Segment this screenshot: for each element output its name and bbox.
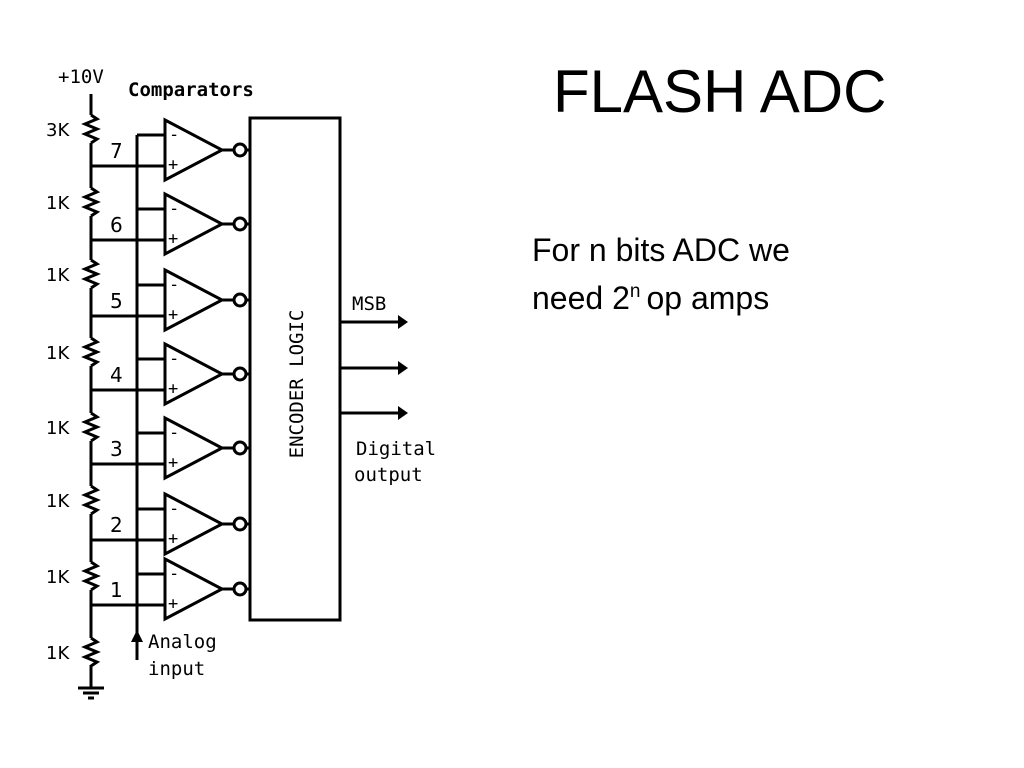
comparator-number: 3 (110, 437, 123, 461)
comparator: - +7 (91, 117, 250, 183)
resistor-value-label: 1K (46, 193, 70, 214)
resistor-value-label: 1K (46, 343, 70, 364)
comparator-bank: - +7 - +6 - +5 - +4 - +3 - +2 - +1 (91, 117, 250, 622)
plus-input-sign: + (168, 379, 178, 399)
analog-input-label-line2: input (148, 658, 205, 680)
analog-input-label-line1: Analog (148, 631, 217, 653)
body-superscript: n (629, 281, 641, 302)
analog-input-arrow (131, 168, 143, 660)
plus-input-sign: + (168, 155, 178, 175)
comparator: - +4 (91, 341, 250, 407)
comparator: - +3 (91, 415, 250, 481)
resistor: 1K (46, 336, 101, 368)
body-line-2-suffix: op amps (646, 280, 770, 316)
resistor: 1K (46, 186, 101, 218)
body-line-2-prefix: need 2 (532, 280, 630, 316)
minus-input-sign: - (169, 423, 179, 443)
comparator-number: 6 (110, 213, 123, 237)
resistor: 1K (46, 411, 101, 443)
op-amp-triangle (163, 491, 226, 557)
minus-input-sign: - (169, 275, 179, 295)
plus-input-sign: + (168, 305, 178, 325)
digital-output-label-line2: output (354, 464, 423, 486)
flash-adc-schematic: 3K 1K 1K 1K 1K 1K 1K 1K - +7 - +6 - +5 - +4 - +3 - +2 - +1 +… (46, 66, 436, 700)
comparator: - +1 (91, 556, 250, 622)
resistor: 1K (46, 484, 101, 516)
body-line-1: For n bits ADC we (532, 232, 790, 268)
plus-input-sign: + (168, 229, 178, 249)
resistor-value-label: 1K (46, 643, 70, 664)
resistor-value-label: 1K (46, 418, 70, 439)
resistor-ladder: 3K 1K 1K 1K 1K 1K 1K 1K (46, 113, 101, 668)
msb-label: MSB (352, 293, 386, 315)
ground-symbol (78, 665, 104, 700)
minus-input-sign: - (169, 125, 179, 145)
minus-input-sign: - (169, 349, 179, 369)
plus-input-sign: + (168, 453, 178, 473)
resistor-value-label: 1K (46, 491, 70, 512)
encoder-logic-label: ENCODER LOGIC (286, 310, 308, 459)
encoder-logic-block (248, 116, 342, 622)
comparator: - +5 (91, 267, 250, 333)
op-amp-triangle (163, 341, 226, 407)
digital-output-lines (340, 315, 408, 420)
comparator-number: 1 (110, 578, 123, 602)
resistor: 1K (46, 560, 101, 592)
digital-output-label-line1: Digital (356, 438, 436, 460)
resistor-value-label: 1K (46, 265, 70, 286)
op-amp-triangle (163, 556, 226, 622)
comparator-number: 4 (110, 363, 123, 387)
minus-input-sign: - (169, 499, 179, 519)
comparator-number: 2 (110, 513, 123, 537)
resistor: 3K (46, 113, 101, 145)
supply-voltage-label: +10V (58, 66, 104, 88)
comparators-label: Comparators (128, 79, 254, 101)
resistor-value-label: 3K (46, 120, 70, 141)
comparator: - +6 (91, 191, 250, 257)
slide-title: FLASH ADC (553, 58, 887, 125)
resistor-value-label: 1K (46, 567, 70, 588)
op-amp-triangle (163, 415, 226, 481)
resistor: 1K (46, 258, 101, 290)
comparator-number: 7 (110, 139, 123, 163)
comparator: - +2 (91, 491, 250, 557)
op-amp-triangle (163, 117, 226, 183)
op-amp-triangle (163, 267, 226, 333)
plus-input-sign: + (168, 529, 178, 549)
minus-input-sign: - (169, 199, 179, 219)
plus-input-sign: + (168, 594, 178, 614)
resistor: 1K (46, 636, 101, 668)
comparator-number: 5 (110, 289, 123, 313)
op-amp-triangle (163, 191, 226, 257)
minus-input-sign: - (169, 564, 179, 584)
